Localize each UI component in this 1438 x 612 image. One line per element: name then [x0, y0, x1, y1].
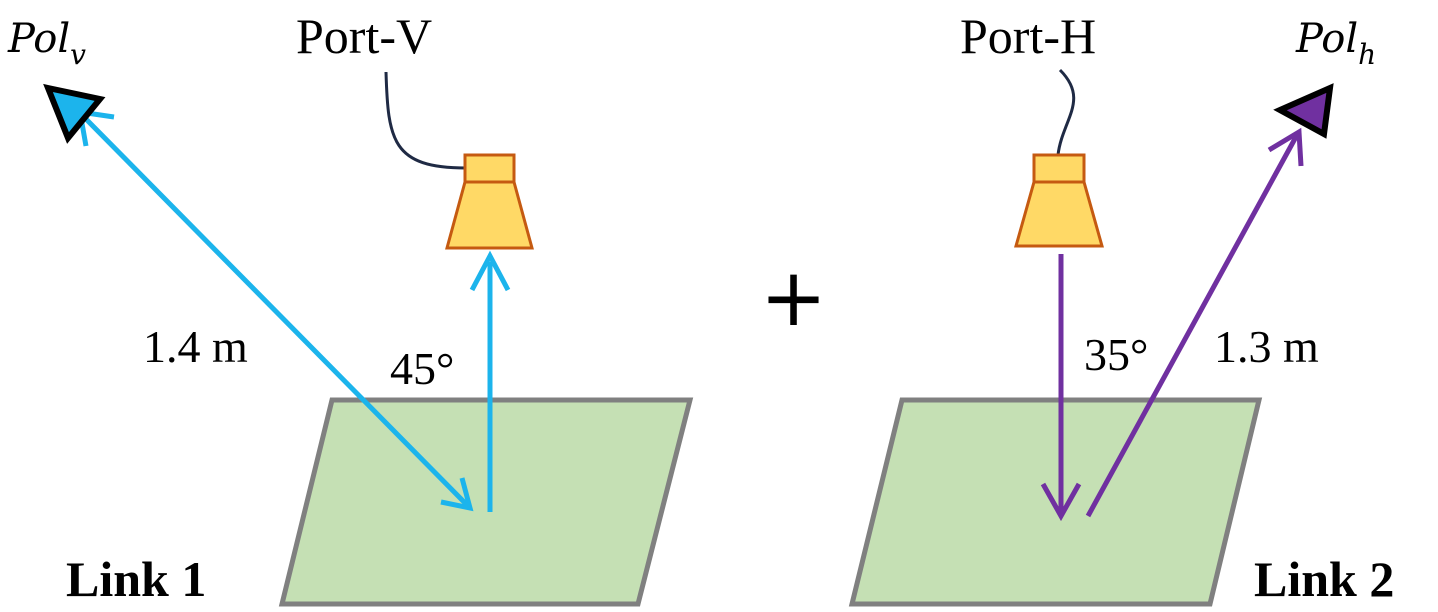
link2-angle-label: 35°: [1084, 329, 1148, 380]
port-v-horn-antenna-icon: [445, 153, 534, 250]
link1-receive-arrowhead: [469, 250, 511, 292]
link2-cable: [1056, 68, 1076, 156]
link1-incident-line: [80, 113, 472, 510]
link2-reflected-arrowhead: [1267, 127, 1304, 167]
link2-title: Link 2: [1254, 551, 1394, 607]
pol-v-source-triangle-icon: [43, 83, 106, 144]
port-v-label: Port-V: [296, 8, 432, 64]
link1-surface: [278, 397, 694, 607]
port-h-horn-antenna-icon: [1014, 153, 1104, 248]
pol-h-label: Polh: [1295, 16, 1376, 71]
link1-group: Port-V Polv 1.4 m 45° Link 1: [7, 8, 694, 607]
link2-reflected-line: [1085, 133, 1300, 518]
link1-incident-arrowhead: [440, 477, 474, 512]
link1-distance-label: 1.4 m: [143, 321, 248, 372]
link2-distance-label: 1.3 m: [1214, 321, 1319, 372]
link1-angle-label: 45°: [390, 343, 454, 394]
port-h-label: Port-H: [960, 8, 1096, 64]
link2-group: Port-H Polh 35° 1.3 m Link 2: [848, 8, 1394, 607]
link1-title: Link 1: [66, 551, 206, 607]
link2-transmit-arrowhead: [1040, 482, 1082, 522]
combine-plus-symbol: +: [760, 251, 827, 344]
pol-v-label: Polv: [7, 16, 86, 71]
pol-h-receiver-triangle-icon: [1273, 83, 1334, 139]
link1-cable: [384, 71, 467, 170]
